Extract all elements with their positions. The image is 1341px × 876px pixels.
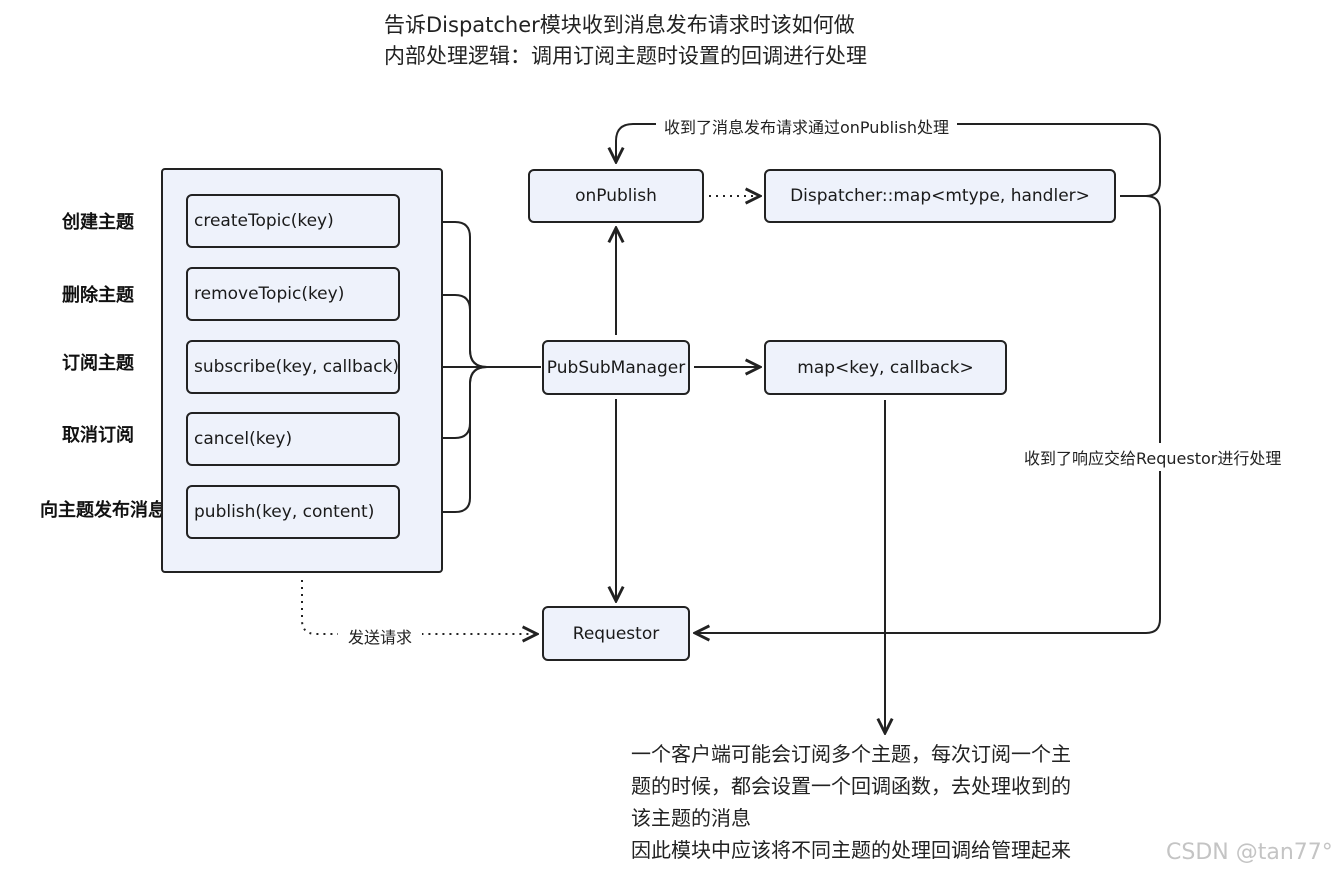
note-line-3: 该主题的消息 (631, 806, 751, 830)
edge-to-removetopic (405, 295, 488, 368)
note-line-4: 因此模块中应该将不同主题的处理回调给管理起来 (631, 838, 1071, 862)
label-remove-topic: 删除主题 (62, 285, 134, 306)
edge-label-publish-received: 收到了消息发布请求通过onPublish处理 (656, 114, 957, 138)
node-dispatcher-map: Dispatcher::map<mtype, handler> (764, 169, 1116, 223)
edge-dispatcher-to-requestor (695, 195, 1161, 633)
node-onpublish: onPublish (528, 169, 704, 223)
node-callback-map: map<key, callback> (764, 340, 1007, 395)
watermark: CSDN @tan77° (1166, 840, 1333, 865)
method-remove-topic: removeTopic(key) (186, 267, 400, 321)
method-cancel: cancel(key) (186, 412, 400, 466)
edge-label-send-request: 发送请求 (338, 624, 423, 648)
label-create-topic: 创建主题 (62, 212, 134, 233)
label-publish-message: 向主题发布消息 (40, 500, 166, 521)
subscription-note: 一个客户端可能会订阅多个主题，每次订阅一个主 题的时候，都会设置一个回调函数，去… (631, 738, 1131, 866)
label-cancel-subscription: 取消订阅 (62, 425, 134, 446)
edge-label-response-to-requestor: 收到了响应交给Requestor进行处理 (1024, 443, 1282, 471)
method-publish: publish(key, content) (186, 485, 400, 539)
node-pubsub-manager: PubSubManager (542, 340, 690, 395)
edge-dispatcher-to-onpublish-loop (616, 123, 1161, 197)
method-subscribe: subscribe(key, callback) (186, 340, 400, 394)
method-create-topic: createTopic(key) (186, 194, 400, 248)
header-line-1: 告诉Dispatcher模块收到消息发布请求时该如何做 (384, 13, 855, 37)
edge-to-publish (405, 366, 488, 512)
header-text: 告诉Dispatcher模块收到消息发布请求时该如何做 内部处理逻辑：调用订阅主… (384, 10, 867, 72)
label-subscribe-topic: 订阅主题 (62, 353, 134, 374)
note-line-1: 一个客户端可能会订阅多个主题，每次订阅一个主 (631, 742, 1071, 766)
note-line-2: 题的时候，都会设置一个回调函数，去处理收到的 (631, 774, 1071, 798)
header-line-2: 内部处理逻辑：调用订阅主题时设置的回调进行处理 (384, 44, 867, 68)
node-requestor: Requestor (542, 606, 690, 661)
